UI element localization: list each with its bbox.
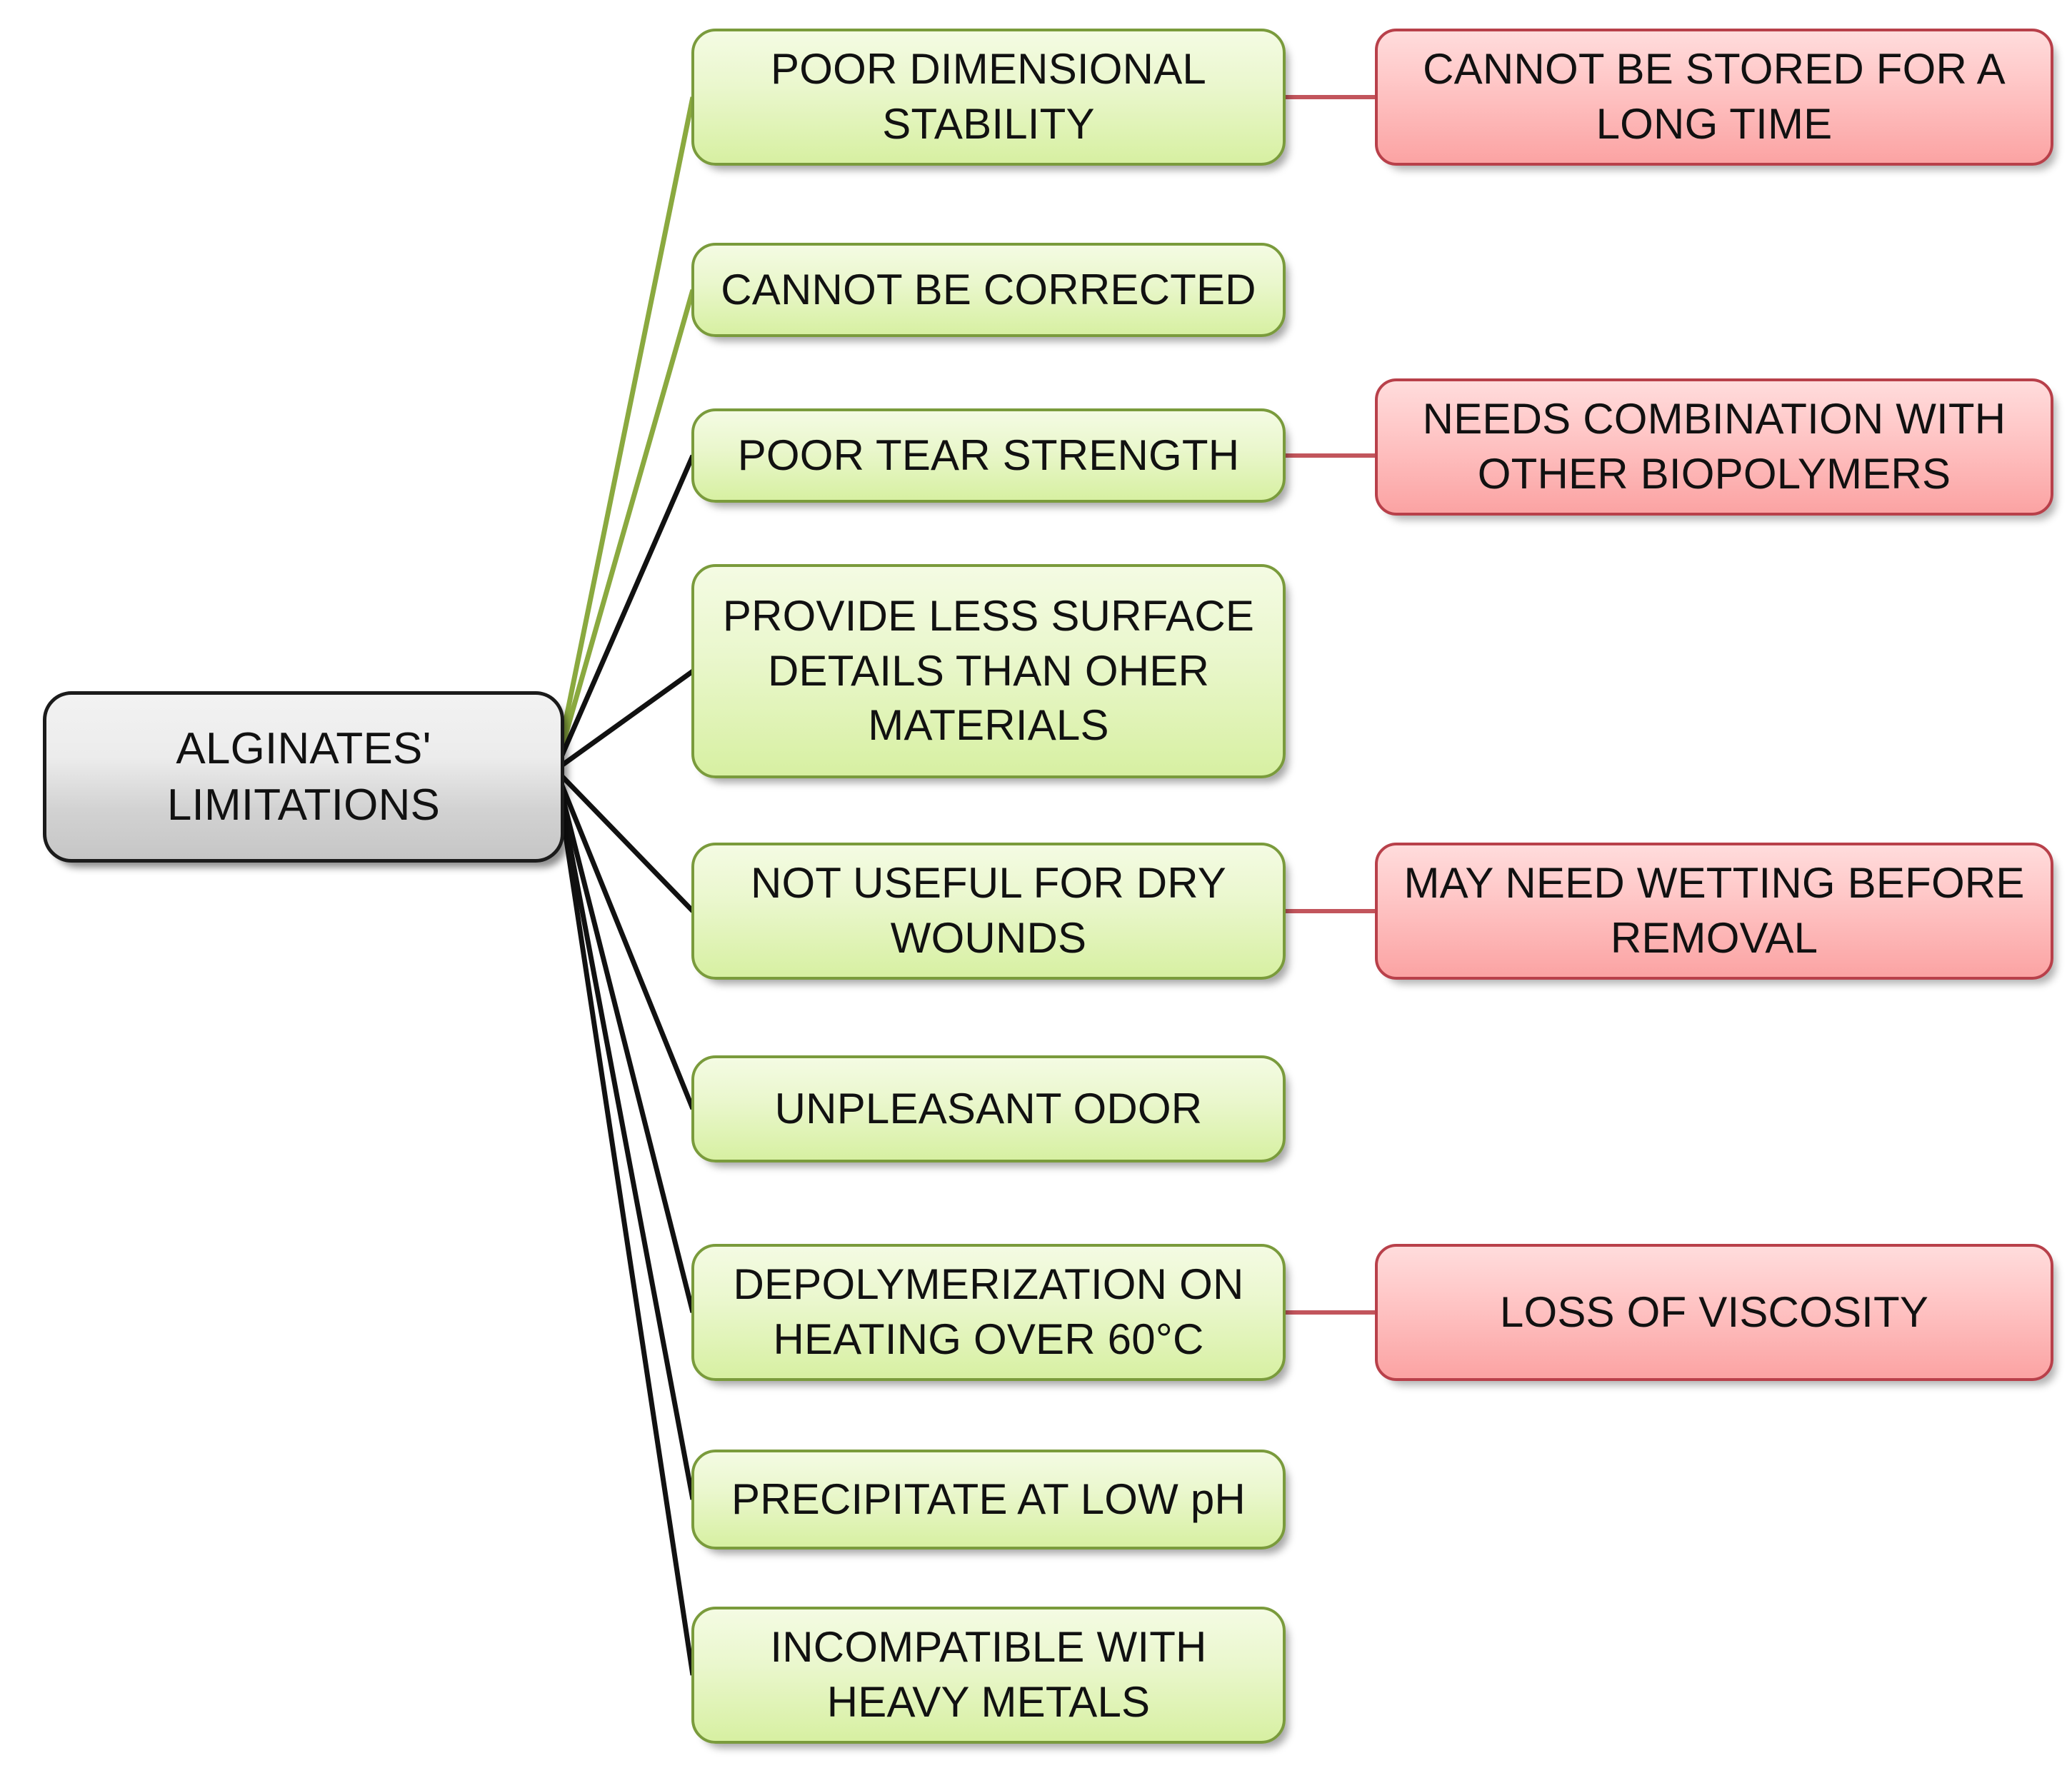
- consequence-node-needs-combination-biopolymers-label: NEEDS COMBINATION WITH OTHER BIOPOLYMERS: [1422, 395, 2006, 498]
- limitation-node-unpleasant-odor[interactable]: UNPLEASANT ODOR: [691, 1055, 1286, 1162]
- consequence-node-loss-of-viscosity-label: LOSS OF VISCOSITY: [1499, 1287, 1929, 1336]
- limitation-node-poor-tear-strength[interactable]: POOR TEAR STRENGTH: [691, 408, 1286, 503]
- connector-root-to-cannot-be-corrected: [553, 289, 696, 770]
- connector-root-to-incompatible-with-heavy-metals: [553, 769, 696, 1676]
- limitation-node-incompatible-with-heavy-metals-label: INCOMPATIBLE WITH HEAVY METALS: [770, 1623, 1207, 1726]
- limitation-node-precipitate-at-low-ph[interactable]: PRECIPITATE AT LOW pH: [691, 1450, 1286, 1550]
- limitation-node-precipitate-at-low-ph-label: PRECIPITATE AT LOW pH: [731, 1475, 1246, 1523]
- limitation-node-poor-dimensional-stability-label: POOR DIMENSIONAL STABILITY: [771, 45, 1206, 148]
- consequence-node-needs-combination-biopolymers[interactable]: NEEDS COMBINATION WITH OTHER BIOPOLYMERS: [1375, 378, 2053, 516]
- consequence-node-may-need-wetting-before-removal-label: MAY NEED WETTING BEFORE REMOVAL: [1403, 859, 2025, 962]
- connector-root-to-unpleasant-odor: [553, 768, 696, 1110]
- limitation-node-unpleasant-odor-label: UNPLEASANT ODOR: [774, 1084, 1203, 1132]
- connector-root-to-poor-tear-strength: [553, 454, 696, 771]
- limitation-node-provide-less-surface-details-label: PROVIDE LESS SURFACE DETAILS THAN OHER M…: [722, 591, 1255, 750]
- connector-root-to-precipitate-at-low-ph: [553, 769, 696, 1500]
- limitation-node-depolymerization-on-heating[interactable]: DEPOLYMERIZATION ON HEATING OVER 60°C: [691, 1244, 1286, 1381]
- limitation-node-poor-dimensional-stability[interactable]: POOR DIMENSIONAL STABILITY: [691, 29, 1286, 166]
- connector-root-to-provide-less-surface-details: [554, 669, 695, 772]
- limitation-node-depolymerization-on-heating-label: DEPOLYMERIZATION ON HEATING OVER 60°C: [733, 1260, 1244, 1363]
- consequence-node-loss-of-viscosity[interactable]: LOSS OF VISCOSITY: [1375, 1244, 2053, 1381]
- connector-root-to-not-useful-for-dry-wounds: [554, 768, 695, 913]
- consequence-node-may-need-wetting-before-removal[interactable]: MAY NEED WETTING BEFORE REMOVAL: [1375, 843, 2053, 980]
- connector-root-to-poor-dimensional-stability: [553, 96, 696, 770]
- consequence-node-cannot-be-stored-long-label: CANNOT BE STORED FOR A LONG TIME: [1423, 45, 2006, 148]
- limitation-node-cannot-be-corrected-label: CANNOT BE CORRECTED: [721, 265, 1256, 313]
- root-node-alginates-limitations-label: ALGINATES' LIMITATIONS: [166, 723, 441, 830]
- limitation-node-not-useful-for-dry-wounds[interactable]: NOT USEFUL FOR DRY WOUNDS: [691, 843, 1286, 980]
- connector-root-to-depolymerization-on-heating: [553, 769, 696, 1313]
- limitation-node-incompatible-with-heavy-metals[interactable]: INCOMPATIBLE WITH HEAVY METALS: [691, 1607, 1286, 1744]
- limitation-node-not-useful-for-dry-wounds-label: NOT USEFUL FOR DRY WOUNDS: [751, 859, 1226, 962]
- consequence-node-cannot-be-stored-long[interactable]: CANNOT BE STORED FOR A LONG TIME: [1375, 29, 2053, 166]
- limitation-node-cannot-be-corrected[interactable]: CANNOT BE CORRECTED: [691, 243, 1286, 337]
- limitation-node-provide-less-surface-details[interactable]: PROVIDE LESS SURFACE DETAILS THAN OHER M…: [691, 564, 1286, 778]
- root-node-alginates-limitations[interactable]: ALGINATES' LIMITATIONS: [43, 691, 564, 863]
- limitation-node-poor-tear-strength-label: POOR TEAR STRENGTH: [737, 431, 1240, 479]
